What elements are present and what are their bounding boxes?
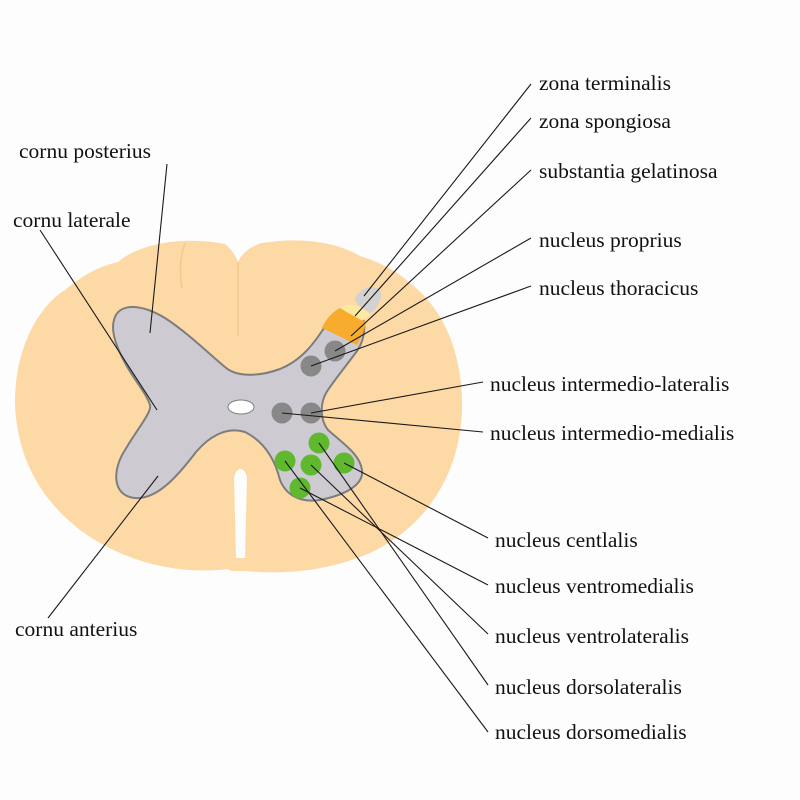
label-cornu-laterale: cornu laterale [13,208,131,232]
zona-spongiosa-region [340,304,370,323]
leader-zona-spongiosa [354,117,532,317]
label-nucleus-ventromedialis: nucleus ventromedialis [495,574,694,598]
anterior-median-fissure [234,469,247,558]
label-nucleus-centlalis: nucleus centlalis [495,528,638,552]
label-nucleus-intermedio-medialis: nucleus intermedio-medialis [490,421,734,445]
label-nucleus-thoracicus: nucleus thoracicus [539,276,698,300]
label-nucleus-proprius: nucleus proprius [539,228,682,252]
substantia-gelatinosa-region [322,308,366,345]
leader-nucleus-centlalis [343,462,489,539]
leader-substantia-gelatinosa [350,169,532,337]
leader-zona-terminalis [363,83,532,297]
label-zona-spongiosa: zona spongiosa [539,109,671,133]
label-nucleus-dorsolateralis: nucleus dorsolateralis [495,675,682,699]
leader-nucleus-proprius [334,237,532,352]
label-cornu-anterius: cornu anterius [15,617,137,641]
leader-cornu-anterius [47,475,159,619]
leader-nucleus-dorsolateralis [318,442,489,686]
leader-nucleus-intermedio-medialis [281,412,484,433]
leader-lines [39,83,532,733]
leader-nucleus-ventromedialis [299,487,489,586]
leader-nucleus-ventrolateralis [310,464,489,635]
leader-nucleus-dorsomedialis [284,460,489,733]
label-nucleus-intermedio-lateralis: nucleus intermedio-lateralis [490,372,729,396]
label-substantia-gelatinosa: substantia gelatinosa [539,159,718,183]
leader-cornu-posterius [149,163,168,334]
label-zona-terminalis: zona terminalis [539,71,671,95]
leader-nucleus-intermedio-lateralis [310,381,484,414]
white-matter-fold-left [179,242,186,289]
leader-cornu-laterale [39,229,158,411]
leader-nucleus-thoracicus [310,285,532,367]
label-cornu-posterius: cornu posterius [19,139,151,163]
label-nucleus-dorsomedialis: nucleus dorsomedialis [495,720,687,744]
label-nucleus-ventrolateralis: nucleus ventrolateralis [495,624,689,648]
central-canal [227,399,255,415]
